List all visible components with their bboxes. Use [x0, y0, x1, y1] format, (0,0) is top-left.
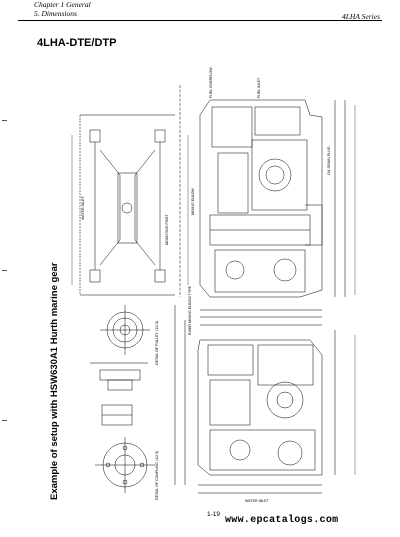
label-fuel-inlet: FUEL INLET — [257, 77, 261, 98]
margin-tick — [2, 270, 7, 271]
label-detail-pulley: DETAIL OF PULLEY (1/2.5) — [155, 321, 159, 365]
mounting-frame-view — [79, 114, 175, 296]
page-header-left: Chapter 1 General 5. Dimensions — [34, 0, 91, 18]
series-label: 4LHA Series — [342, 12, 380, 21]
pulley-detail — [90, 305, 150, 391]
margin-tick — [2, 420, 7, 421]
section-label: 5. Dimensions — [34, 8, 77, 18]
label-mixing-elbow: MIXING ELBOW — [191, 188, 195, 215]
model-title: 4LHA-DTE/DTP — [37, 37, 117, 49]
label-water-inlet-bottom: WATER INLET — [245, 499, 270, 503]
label-detail-coupling: DETAIL OF COUPLING (1/2.5) — [155, 451, 159, 500]
coupling-detail — [95, 404, 155, 493]
watermark-url: www.epcatalogs.com — [225, 515, 339, 526]
drawing-labels: WATER INLET MOUNTING FOOT FUEL OVERFLOW … — [81, 67, 331, 503]
margin-tick — [2, 120, 7, 121]
setup-title: Example of setup with HSW630A1 Hurth mar… — [49, 262, 60, 500]
engine-gear-view — [174, 305, 336, 494]
chapter-label: Chapter 1 General — [34, 0, 91, 9]
label-mounting-foot: MOUNTING FOOT — [165, 214, 169, 245]
label-riser-mixing: RISER MIXING ELBOW TYPE — [188, 285, 192, 335]
label-water-inlet: WATER INLET — [81, 195, 85, 220]
engine-side-view — [179, 85, 346, 318]
header-rule — [18, 20, 382, 21]
dimension-drawing: WATER INLET MOUNTING FOOT FUEL OVERFLOW … — [71, 67, 356, 503]
label-oil-drain: OIL DRAIN PLUG — [327, 146, 331, 175]
page-number: 1-19 — [207, 511, 221, 518]
label-fuel-overflow: FUEL OVERFLOW — [209, 67, 213, 98]
